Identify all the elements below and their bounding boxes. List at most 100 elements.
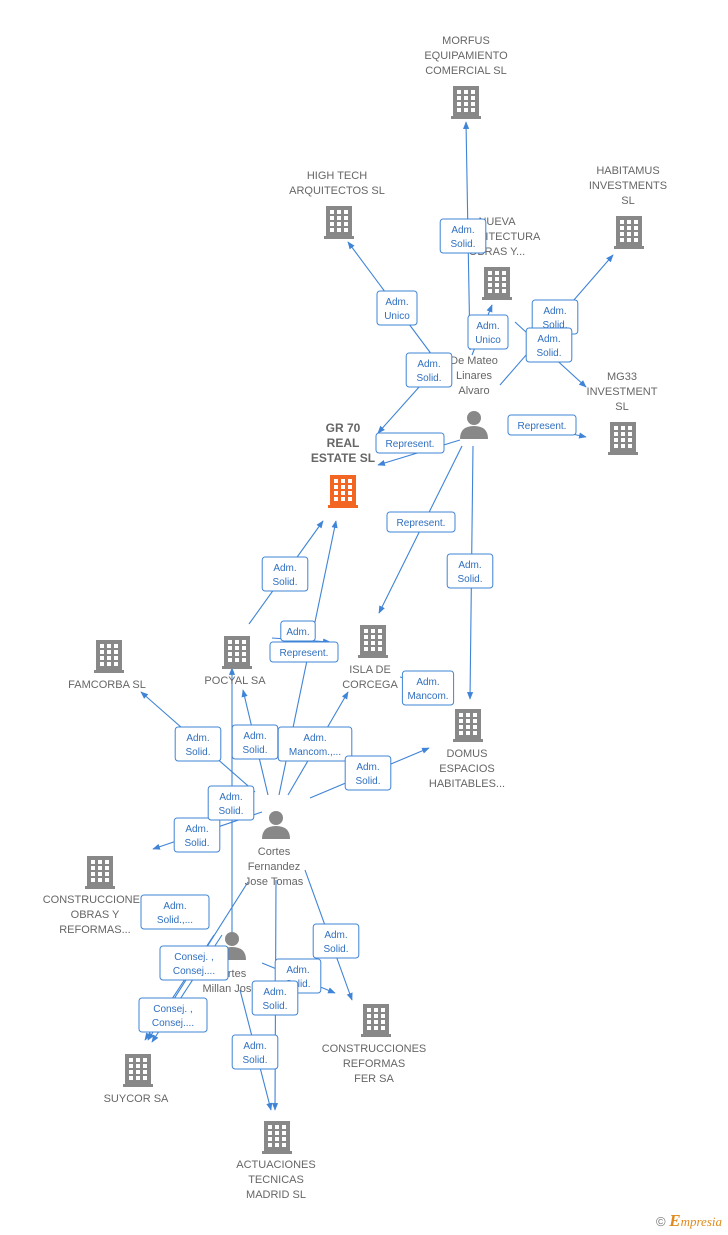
edge-label-box xyxy=(525,327,573,363)
edge-label-cortes_fj-to-construcciones_fer[interactable]: Adm.Solid. xyxy=(312,923,360,959)
edge-label-box xyxy=(138,997,208,1033)
edge-label-cortes_fj-to-suycor[interactable]: Adm.Solid.,... xyxy=(140,894,210,930)
edge-label-text: Adm. xyxy=(476,321,499,332)
edge-label-box xyxy=(439,218,487,254)
node-pocyal[interactable]: POCYAL SA xyxy=(204,636,266,687)
building-icon xyxy=(358,625,388,658)
edge-label-text: Solid. xyxy=(457,574,482,585)
edge-label-text: Solid. xyxy=(272,577,297,588)
node-label-line: HIGH TECH xyxy=(307,170,367,182)
edge-label-box xyxy=(140,894,210,930)
edge-label-mateo-to-isla[interactable]: Represent. xyxy=(386,511,456,533)
edge-label-text: Adm. xyxy=(186,733,209,744)
node-label-line: Linares xyxy=(456,370,493,382)
edge-label-text: Represent. xyxy=(280,648,329,659)
edge-label-mateo-to-gr70[interactable]: Adm.Solid. xyxy=(405,352,453,388)
node-label-line: SL xyxy=(615,401,628,413)
edge-label-mateo-to-mg33[interactable]: Adm.Solid. xyxy=(525,327,573,363)
edge-label-text: Unico xyxy=(475,335,501,346)
node-domus[interactable]: DOMUSESPACIOSHABITABLES... xyxy=(429,709,505,790)
edge-label-cortes_fj-to-famcorba[interactable]: Adm. Solid. xyxy=(174,726,222,762)
edge-label-text: Adm. xyxy=(219,792,242,803)
edge-label-text: Adm. xyxy=(458,560,481,571)
node-label-line: Jose Tomas xyxy=(245,876,304,888)
building-icon xyxy=(361,1004,391,1037)
edge-label-box xyxy=(507,414,577,436)
edge-label-mateo-to-domus[interactable]: Adm. Solid. xyxy=(446,553,494,589)
node-label-line: Cortes xyxy=(258,846,291,858)
edge-label-cortes_fj-to-gr70[interactable]: Adm. xyxy=(280,620,316,642)
edge-label-text: Solid. xyxy=(218,806,243,817)
node-label-line: OBRAS Y xyxy=(71,909,120,921)
building-icon xyxy=(222,636,252,669)
edge-label-cortes_fj-to-pocyal[interactable]: Adm.Solid. xyxy=(231,724,279,760)
edge-label-cortes_mj-to-suycor[interactable]: Consej. ,Consej.... xyxy=(159,945,229,981)
node-label-line: CONSTRUCCIONES xyxy=(322,1043,427,1055)
building-icon xyxy=(85,856,115,889)
edge-label-cortes_fj-to-domus[interactable]: Adm.Solid. xyxy=(344,755,392,791)
person-icon xyxy=(460,411,488,439)
edge-label-mateo-to-gr70[interactable]: Represent. xyxy=(375,432,445,454)
edge-label-mateo-to-mg33[interactable]: Represent. xyxy=(507,414,577,436)
building-icon xyxy=(328,475,358,508)
building-icon xyxy=(262,1121,292,1154)
edge-label-box xyxy=(401,670,455,706)
node-label-line: GR 70 xyxy=(326,421,361,435)
node-label-line: ARQUITECTOS SL xyxy=(289,185,385,197)
edge-label-cortes_fj-to-construcciones_obras[interactable]: Adm.Solid. xyxy=(173,817,221,853)
edge-label-cortes_mj-to-suycor[interactable]: Consej. ,Consej.... xyxy=(138,997,208,1033)
node-label-line: FAMCORBA SL xyxy=(68,679,146,691)
node-hightech[interactable]: HIGH TECH ARQUITECTOS SL xyxy=(289,170,385,239)
building-icon xyxy=(453,709,483,742)
edge-label-text: Solid. xyxy=(542,320,567,331)
edge-label-box xyxy=(344,755,392,791)
node-suycor[interactable]: SUYCOR SA xyxy=(104,1054,169,1105)
edge-label-cortes_mj-to-pocyal[interactable]: Adm. Solid. xyxy=(207,785,255,821)
edge-label-text: Adm. xyxy=(416,677,439,688)
edge-label-text: Adm. xyxy=(163,901,186,912)
node-label-line: HABITABLES... xyxy=(429,778,505,790)
edge-label-text: Adm. xyxy=(451,225,474,236)
edge-label-text: Represent. xyxy=(386,439,435,450)
edge-label-text: Solid. xyxy=(536,348,561,359)
node-label-line: DOMUS xyxy=(447,748,488,760)
edge-label-text: Solid. xyxy=(242,1055,267,1066)
node-famcorba[interactable]: FAMCORBA SL xyxy=(68,640,146,691)
edge-label-text: Adm. xyxy=(543,306,566,317)
edge-label-box xyxy=(376,290,418,326)
edge-label-pocyal-to-isla[interactable]: Represent. xyxy=(269,641,339,663)
edge-label-mateo-to-morfus[interactable]: Adm.Solid. xyxy=(439,218,487,254)
node-label-line: COMERCIAL SL xyxy=(425,65,507,77)
node-label-line: De Mateo xyxy=(450,355,498,367)
brand-footer: © Empresia xyxy=(656,1211,722,1231)
edge-label-text: Adm. xyxy=(417,359,440,370)
node-label-line: REFORMAS xyxy=(343,1058,405,1070)
edge-label-isla-to-domus[interactable]: Adm.Mancom. xyxy=(401,670,455,706)
edge-label-mateo-to-hightech[interactable]: Adm.Unico xyxy=(376,290,418,326)
edge-label-box xyxy=(174,726,222,762)
edge-label-text: Adm. xyxy=(286,965,309,976)
edge-label-mateo-to-nueva[interactable]: Adm. Unico xyxy=(467,314,509,350)
edge-label-pocyal-to-gr70[interactable]: Adm.Solid. xyxy=(261,556,309,592)
edge-label-box xyxy=(446,553,494,589)
node-label-line: ACTUACIONES xyxy=(236,1159,315,1171)
edge-label-text: Solid. xyxy=(185,747,210,758)
edge-label-cortes_mj-to-actuaciones[interactable]: Adm.Solid. xyxy=(231,1034,279,1070)
node-label-line: EQUIPAMIENTO xyxy=(424,50,508,62)
edge-label-cortes_fj-to-actuaciones[interactable]: Adm.Solid. xyxy=(251,980,299,1016)
edge-label-mateo-to-habitamus[interactable]: Adm. Solid. xyxy=(531,299,579,335)
edge-label-box xyxy=(386,511,456,533)
edge-label-cortes_fj-to-isla[interactable]: Adm.Mancom.,... xyxy=(277,726,353,762)
brand-logo[interactable]: Empresia xyxy=(669,1211,722,1230)
